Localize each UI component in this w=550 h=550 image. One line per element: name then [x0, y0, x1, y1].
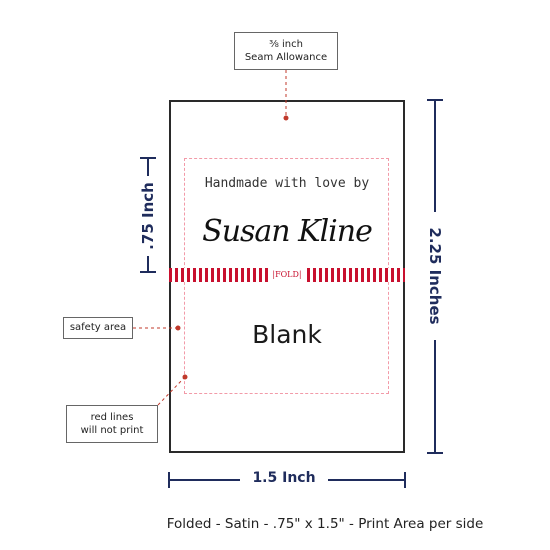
- red-lines-callout: red lines will not print: [66, 405, 158, 443]
- half-height-dimension-label: .75 Inch: [139, 182, 157, 250]
- total-height-dimension-label: 2.25 Inches: [426, 227, 444, 325]
- will-not-print-label: will not print: [80, 425, 144, 436]
- width-dimension-label: 1.5 Inch: [252, 470, 316, 486]
- fold-tag: |FOLD|: [268, 268, 306, 282]
- red-lines-label: red lines: [90, 412, 134, 423]
- product-caption: Folded - Satin - .75" x 1.5" - Print Are…: [166, 516, 484, 532]
- seam-allowance-size: ⅜ inch: [269, 39, 303, 50]
- seam-allowance-callout: ⅜ inch Seam Allowance: [234, 32, 338, 70]
- signature-text: Susan Kline: [202, 214, 373, 249]
- safety-area-callout: safety area: [63, 317, 133, 339]
- safety-area-label: safety area: [69, 322, 127, 333]
- blank-text: Blank: [252, 320, 322, 349]
- handmade-text: Handmade with love by: [204, 176, 370, 191]
- seam-allowance-label: Seam Allowance: [244, 52, 328, 63]
